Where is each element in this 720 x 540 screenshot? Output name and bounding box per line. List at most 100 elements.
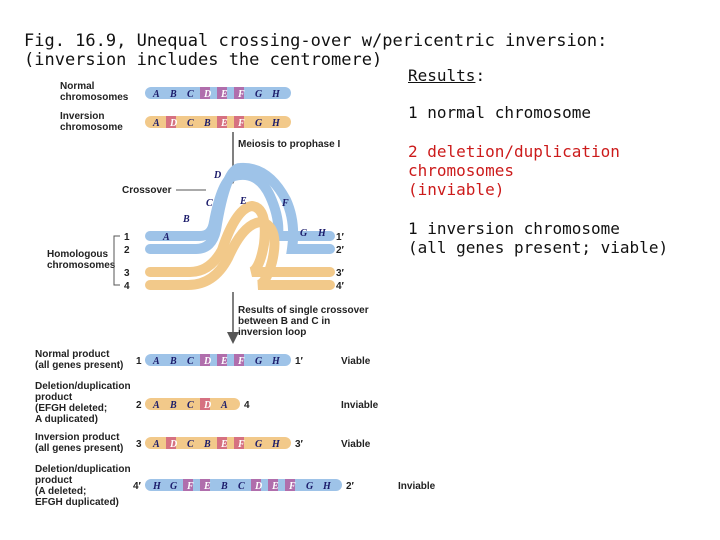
product-2-chrom-gene-3: B	[203, 439, 211, 450]
product-1-end: 4	[244, 400, 250, 411]
strand-number-left-1: 2	[124, 245, 130, 256]
product-1-chrom-gene-3: D	[203, 400, 211, 411]
loop-gene-4: E	[239, 196, 247, 207]
product-1-chrom-gene-4: A	[220, 400, 228, 411]
product-0-chrom-gene-2: C	[187, 356, 194, 367]
product-2-chrom-gene-6: G	[255, 439, 263, 450]
result-deldup-1: 2 deletion/duplication	[408, 142, 620, 161]
inversion-chrom-gene-4: E	[220, 118, 228, 129]
product-2-chrom-band-4	[217, 437, 227, 449]
inversion-chrom-gene-0: A	[152, 118, 160, 129]
product-2-label-1: (all genes present)	[35, 443, 123, 454]
inversion-chrom-gene-6: G	[255, 118, 263, 129]
product-1-label-1: product	[35, 392, 73, 403]
product-0-number: 1	[136, 356, 142, 367]
results-heading-colon: :	[475, 66, 486, 85]
product-0-chrom-gene-0: A	[152, 356, 160, 367]
product-3-number: 4′	[133, 481, 142, 492]
product-3-chrom-gene-8: F	[288, 481, 296, 492]
title-line-2: (inversion includes the centromere)	[24, 50, 383, 70]
label-results-1: Results of single crossover	[238, 305, 369, 316]
product-0-end: 1′	[295, 356, 304, 367]
product-0-chrom-band-4	[217, 354, 227, 366]
product-2-chrom-gene-7: H	[271, 439, 281, 450]
product-1-chrom-body	[145, 398, 240, 410]
label-results-3: inversion loop	[238, 327, 306, 338]
label-inversion-1: Inversion	[60, 111, 104, 122]
product-3-chrom-band-2	[183, 479, 193, 491]
label-homologous-1: Homologous	[47, 249, 109, 260]
strand-number-right-0: 1′	[336, 232, 345, 243]
product-1-chrom-gene-2: C	[187, 400, 194, 411]
product-3-chrom-band-8	[285, 479, 295, 491]
loop-gene-5: F	[281, 198, 289, 209]
inversion-chrom-gene-3: B	[203, 118, 211, 129]
results-heading: Results:	[408, 66, 485, 85]
strand-number-left-2: 3	[124, 268, 130, 279]
inversion-chrom-band-4	[217, 116, 227, 128]
product-2-number: 3	[136, 439, 142, 450]
product-1-outcome: Inviable	[341, 400, 379, 411]
product-3-outcome: Inviable	[398, 481, 436, 492]
title-line-1: Fig. 16.9, Unequal crossing-over w/peric…	[24, 31, 608, 51]
loop-gene-1: B	[182, 214, 190, 225]
label-normal-1: Normal	[60, 81, 95, 92]
normal-chrom-gene-2: C	[187, 89, 194, 100]
product-1-chrom-gene-0: A	[152, 400, 160, 411]
result-inversion-2: (all genes present; viable)	[408, 238, 669, 257]
product-0-chrom-band-5	[234, 354, 244, 366]
product-3-chrom-gene-6: D	[254, 481, 262, 492]
product-3-chrom-gene-2: F	[186, 481, 194, 492]
strand-number-right-3: 4′	[336, 281, 345, 292]
product-0-outcome: Viable	[341, 356, 371, 367]
inversion-loop	[145, 162, 335, 290]
normal-chrom-gene-3: D	[203, 89, 211, 100]
product-0-label-0: Normal product	[35, 349, 110, 360]
product-2-chrom-gene-0: A	[152, 439, 160, 450]
product-0-chrom-gene-1: B	[169, 356, 177, 367]
loop-gene-3: D	[213, 170, 221, 181]
figure-title: Fig. 16.9, Unequal crossing-over w/peric…	[24, 32, 607, 70]
normal-chrom-band-4	[217, 87, 227, 99]
product-0-chrom-gene-5: F	[237, 356, 245, 367]
results-heading-text: Results	[408, 66, 476, 85]
product-3-label-1: product	[35, 475, 73, 486]
product-0-chrom-gene-3: D	[203, 356, 211, 367]
loop-gene-7: H	[317, 228, 327, 239]
product-1-chrom-band-3	[200, 398, 210, 410]
product-3-chrom-band-7	[268, 479, 278, 491]
product-2-chrom-gene-2: C	[187, 439, 194, 450]
product-2-end: 3′	[295, 439, 304, 450]
normal-chrom-gene-0: A	[152, 89, 160, 100]
inversion-chrom-gene-1: D	[169, 118, 177, 129]
product-1-number: 2	[136, 400, 142, 411]
product-3-chrom-gene-5: C	[238, 481, 245, 492]
product-0-chrom-gene-6: G	[255, 356, 263, 367]
product-2-chrom-gene-1: D	[169, 439, 177, 450]
product-2-chrom-band-1	[166, 437, 176, 449]
inversion-chrom-gene-2: C	[187, 118, 194, 129]
product-2-chrom-gene-5: F	[237, 439, 245, 450]
product-2-label-0: Inversion product	[35, 432, 120, 443]
loop-gene-0: A	[162, 232, 170, 243]
inversion-chrom-gene-7: H	[271, 118, 281, 129]
product-3-chrom-gene-3: E	[203, 481, 211, 492]
product-3-label-3: EFGH duplicated)	[35, 497, 119, 508]
product-0-chrom-gene-4: E	[220, 356, 228, 367]
product-0-chrom-gene-7: H	[271, 356, 281, 367]
strand-number-left-0: 1	[124, 232, 130, 243]
product-3-chrom-gene-9: G	[306, 481, 314, 492]
label-results-2: between B and C in	[238, 316, 330, 327]
normal-chrom-gene-4: E	[220, 89, 228, 100]
product-1-label-2: (EFGH deleted;	[35, 403, 107, 414]
loop-gene-2: C	[206, 198, 213, 209]
product-3-chrom-gene-1: G	[170, 481, 178, 492]
label-normal-2: chromosomes	[60, 92, 129, 103]
product-1-label-3: A duplicated)	[35, 414, 98, 425]
product-2-chrom-band-5	[234, 437, 244, 449]
